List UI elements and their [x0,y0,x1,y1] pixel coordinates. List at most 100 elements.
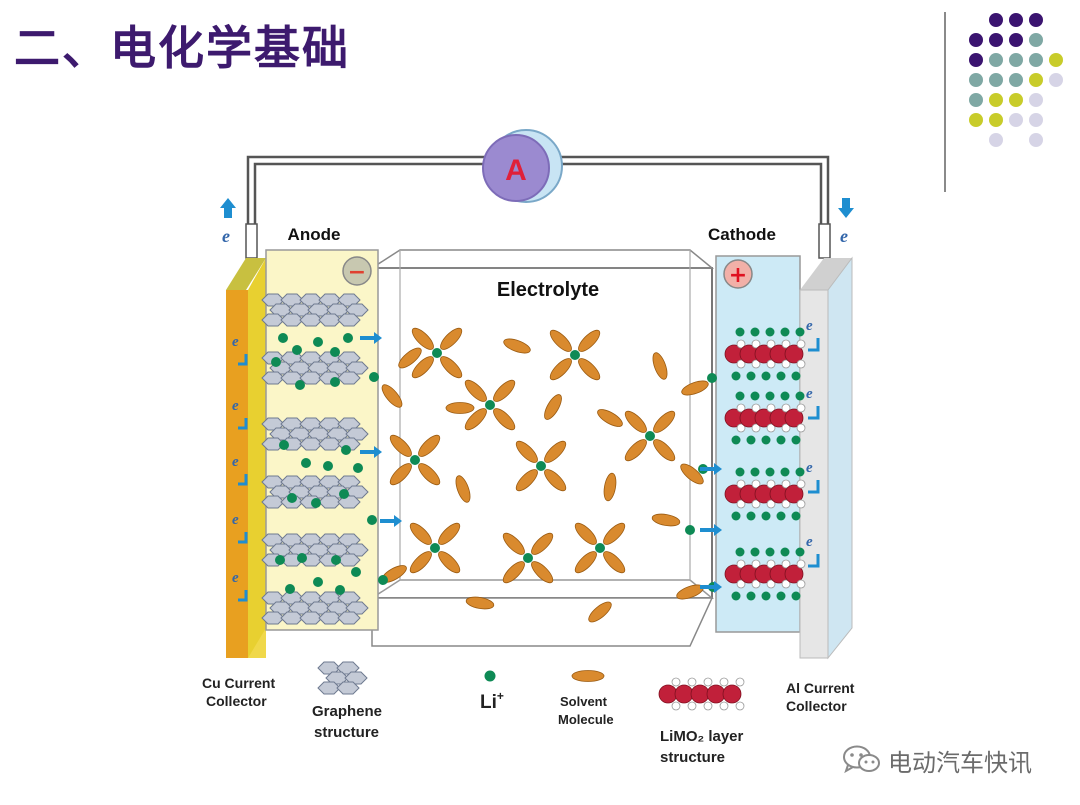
li-ion [685,525,695,535]
ion-flow-arrow-shaft [700,585,714,589]
cathode-li-ion [791,511,801,521]
electron-symbol: e [806,460,813,476]
legend-limo2-oxygen [658,684,678,704]
solvent-molecule [445,402,475,414]
deco-dot [1009,73,1023,87]
cathode-li-ion [750,327,760,337]
limo2-metal [781,403,791,413]
limo2-metal [736,359,746,369]
electrolyte-container: Electrolyte [369,249,715,647]
ion-flow-arrow-shaft [700,467,714,471]
cathode-li-ion [776,511,786,521]
legend-limo2-metal [671,701,681,711]
electron-symbol: e [806,386,813,402]
graphene-hex [337,371,361,385]
cathode-electrode: Cathode + [708,225,853,660]
limo2-metal [751,339,761,349]
ion-flow-arrow-head [714,581,722,593]
cathode-li-ion [746,371,756,381]
li-ion [351,567,361,577]
deco-dot [1009,33,1023,47]
limo2-metal [751,479,761,489]
solvent-molecule [680,463,704,485]
limo2-metal [736,559,746,569]
legend-limo2-metal [735,701,745,711]
solvent-molecule [409,551,432,574]
solvent-molecules [381,327,709,623]
solvent-molecule [438,522,461,545]
legend-limo2-oxygen [706,684,726,704]
limo2-metal [781,479,791,489]
solvent-molecule [455,475,471,503]
solvent-molecule [418,463,441,486]
electron-symbol: e [232,454,239,470]
solvated-li-ion [536,461,546,471]
solvent-molecule [574,522,597,545]
limo2-metal [796,359,806,369]
li-ion [297,553,307,563]
limo2-metal [766,339,776,349]
cathode-li-ion [765,547,775,557]
solvent-molecule [502,532,525,555]
legend-solvent-shape [571,670,605,682]
li-ion [339,489,349,499]
cathode-li-ion [780,467,790,477]
legend-limo2-oxygen [690,684,710,704]
solvent-molecule [578,358,601,381]
solvent-molecule [464,379,487,402]
ammeter: A [482,129,563,203]
legend-limo2-line2: structure [660,749,725,766]
electron-arrow [238,474,248,486]
li-ion [378,575,388,585]
solvent-molecule [681,380,709,396]
cathode-li-ion [761,435,771,445]
li-ion [369,372,379,382]
electron-arrow [808,554,820,568]
anode-electrode: Anode − [226,225,379,658]
limo2-metal [766,499,776,509]
deco-dot [1009,93,1023,107]
legend-graphene-icon [317,661,368,695]
cathode-label: Cathode [708,225,776,244]
deco-dot [989,53,1003,67]
deco-dot [969,93,983,107]
solvent-molecule [398,347,422,369]
solvent-molecule [389,434,412,457]
legend-solvent-line1: Solvent [560,694,608,709]
limo2-metal [751,359,761,369]
electron-arrow [238,590,248,602]
cathode-li-ion [761,371,771,381]
electron-symbol: e [232,570,239,586]
cathode-li-ion [795,547,805,557]
legend: Cu Current Collector Graphene structure … [202,661,855,766]
li-ion [330,347,340,357]
cathode-li-ion [750,547,760,557]
solvent-molecule [549,329,572,352]
li-ion [330,377,340,387]
cathode-li-ion [750,391,760,401]
legend-limo2-metal [735,677,745,687]
limo2-metal [736,579,746,589]
limo2-metal [781,499,791,509]
electrolyte-label: Electrolyte [497,279,599,301]
solvent-molecule [544,394,562,420]
solvent-molecule [389,463,412,486]
ion-flow-arrow-head [374,446,382,458]
li-ion [278,333,288,343]
deco-dot [1029,93,1043,107]
deco-dot [989,13,1003,27]
electron-symbol-top-left: e [222,226,230,246]
cathode-li-ion [735,327,745,337]
li-ion [313,337,323,347]
cathode-li-ion [765,327,775,337]
watermark-text: 电动汽车快讯 [888,748,1032,777]
deco-dot [969,73,983,87]
cathode-li-ion [735,547,745,557]
electron-arrow [238,532,248,544]
solvent-molecule [603,522,626,545]
legend-limo2-oxygen [722,684,742,704]
anode-sign-badge [342,256,372,286]
limo2-metal [796,403,806,413]
limo2-metal [766,559,776,569]
li-ion [295,380,305,390]
